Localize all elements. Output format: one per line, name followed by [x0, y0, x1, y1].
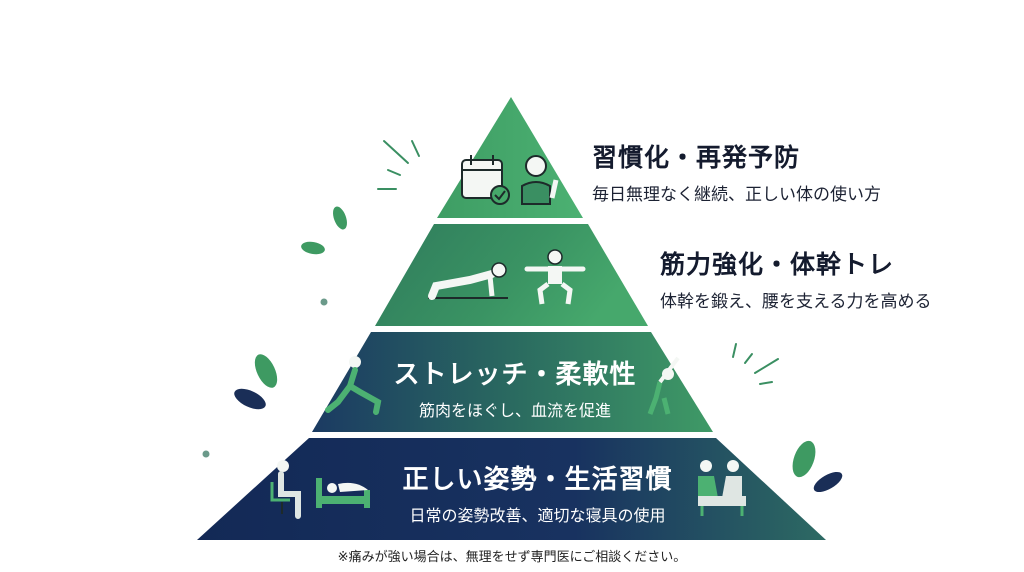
plank-exercise-icon	[428, 262, 508, 300]
squat-exercise-icon	[524, 249, 586, 305]
footnote: ※痛みが強い場合は、無理をせず専門医にご相談ください。	[337, 550, 687, 565]
level-2-label: 筋力強化・体幹トレ 体幹を鍛え、腰を支える力を高める	[660, 245, 932, 312]
side-stretch-icon	[647, 356, 680, 415]
pyramid-level-2	[375, 224, 648, 326]
level-4-title: 正しい姿勢・生活習慣	[402, 465, 673, 495]
level-2-title: 筋力強化・体幹トレ	[660, 250, 895, 279]
level-3-label: ストレッチ・柔軟性 筋肉をほぐし、血流を促進	[390, 354, 640, 421]
leaf-icon	[202, 206, 843, 493]
pyramid-level-3	[312, 332, 713, 432]
sparkle-lines-icon	[377, 140, 420, 190]
sitting-posture-icon	[270, 460, 301, 519]
smiling-person-icon	[521, 155, 559, 205]
consultation-icon	[698, 460, 746, 516]
level-3-title: ストレッチ・柔軟性	[393, 360, 637, 390]
lunge-stretch-icon	[325, 356, 382, 415]
level-4-subtitle: 日常の姿勢改善、適切な寝具の使用	[409, 506, 666, 525]
pyramid-level-4	[197, 438, 826, 540]
sparkle-lines-icon	[732, 343, 779, 385]
level-1-subtitle: 毎日無理なく継続、正しい体の使い方	[592, 185, 881, 205]
level-3-subtitle: 筋肉をほぐし、血流を促進	[418, 401, 611, 420]
level-1-title: 習慣化・再発予防	[592, 143, 801, 172]
level-4-label: 正しい姿勢・生活習慣 日常の姿勢改善、適切な寝具の使用	[380, 459, 695, 526]
level-1-label: 習慣化・再発予防 毎日無理なく継続、正しい体の使い方	[592, 138, 881, 205]
calendar-check-icon	[461, 155, 510, 205]
bed-icon	[316, 478, 370, 508]
pyramid-level-1	[437, 97, 583, 218]
level-2-subtitle: 体幹を鍛え、腰を支える力を高める	[660, 292, 932, 312]
